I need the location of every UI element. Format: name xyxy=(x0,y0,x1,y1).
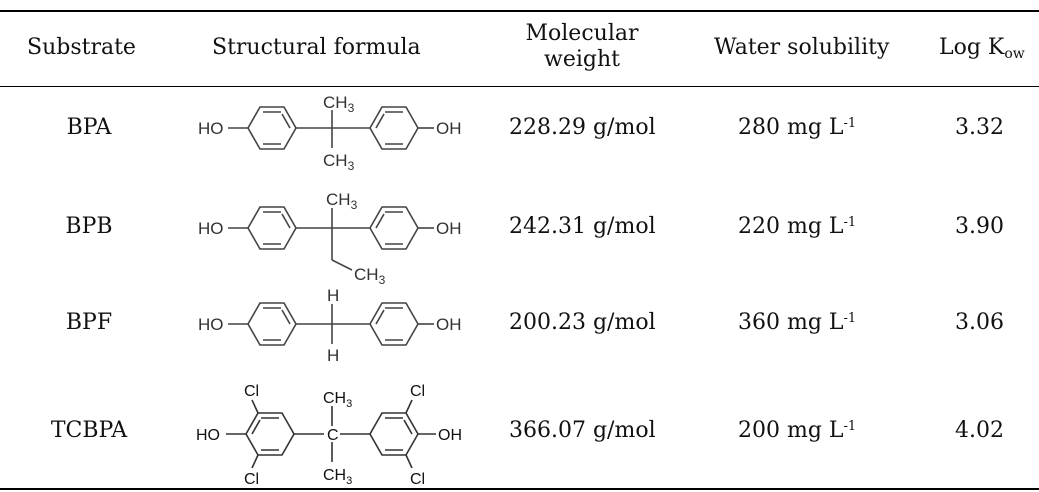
row-bpf-substrate: BPF xyxy=(65,310,113,335)
header-water-solubility: Water solubility xyxy=(714,35,890,60)
row-bpf-solubility: 360 mg L-1 xyxy=(738,310,856,336)
bpa-ho-label: HO xyxy=(198,119,224,138)
bpf-h-top: H xyxy=(327,286,339,305)
bpa-ch3-bottom-main: CH xyxy=(323,151,348,170)
tcbpa-cl-bottom-left: Cl xyxy=(244,471,259,488)
bpa-ch3-top-sub: 3 xyxy=(348,101,355,115)
header-substrate: Substrate xyxy=(27,35,136,60)
bpb-oh-label: OH xyxy=(436,219,462,238)
header-logk-sub: ow xyxy=(1004,46,1025,62)
row-bpf-mw: 200.23 g/mol xyxy=(509,310,656,335)
bpa-ch3-top-main: CH xyxy=(323,93,348,112)
bpa-structure: HO OH CH3 CH3 xyxy=(196,90,476,188)
row-bpa-substrate: BPA xyxy=(66,115,112,140)
header-mw-line2: weight xyxy=(544,47,620,72)
bpb-ch3-bottom-sub: 3 xyxy=(379,273,386,284)
tcbpa-ch3-bottom: CH3 xyxy=(323,467,352,487)
bpb-ch3-top-main: CH xyxy=(326,190,351,209)
row-tcbpa-logk: 4.02 xyxy=(955,418,1004,443)
bpb-ch3-top-sub: 3 xyxy=(351,198,358,212)
row-bpb-solubility-exp: -1 xyxy=(843,215,857,230)
tcbpa-cl-top-left: Cl xyxy=(244,383,259,400)
header-structural-formula: Structural formula xyxy=(212,35,421,60)
tcbpa-cl-top-right: Cl xyxy=(410,383,425,400)
tcbpa-ch3-bottom-sub: 3 xyxy=(346,475,352,487)
row-tcbpa-solubility-exp: -1 xyxy=(843,419,857,434)
bpf-structure-svg: HO OH H H xyxy=(198,286,462,365)
row-tcbpa-mw: 366.07 g/mol xyxy=(509,418,656,443)
row-bpa-solubility-exp: -1 xyxy=(843,116,857,131)
bpb-structure-svg: HO OH CH3 CH3 xyxy=(198,190,462,287)
row-tcbpa-solubility-text: 200 mg L xyxy=(738,418,844,443)
bpf-structure: HO OH H H xyxy=(196,284,476,384)
bpb-ch3-bottom-main: CH xyxy=(354,265,379,284)
table-top-rule xyxy=(0,10,1039,12)
row-tcbpa-substrate: TCBPA xyxy=(50,418,128,443)
row-tcbpa-solubility: 200 mg L-1 xyxy=(738,418,856,444)
row-bpa-mw: 228.29 g/mol xyxy=(509,115,656,140)
bpa-ch3-top: CH3 xyxy=(323,93,355,115)
bpb-structure: HO OH CH3 CH3 xyxy=(196,184,476,288)
bpb-ho-label: HO xyxy=(198,219,224,238)
header-logk-main: Log K xyxy=(939,35,1005,60)
row-bpa-solubility: 280 mg L-1 xyxy=(738,115,856,141)
tcbpa-cl-bottom-right: Cl xyxy=(410,471,425,488)
row-bpa-solubility-text: 280 mg L xyxy=(738,115,844,140)
bpa-ch3-bottom-sub: 3 xyxy=(348,159,355,173)
row-bpf-logk: 3.06 xyxy=(955,310,1004,335)
row-bpf-solubility-exp: -1 xyxy=(843,311,857,326)
tcbpa-ch3-bottom-main: CH xyxy=(323,467,346,484)
tcbpa-structure-svg: HO OH C Cl Cl Cl Cl CH3 CH3 xyxy=(196,383,462,488)
bpb-ch3-top: CH3 xyxy=(326,190,358,212)
header-log-kow: Log Kow xyxy=(939,35,1025,61)
bpf-ho-label: HO xyxy=(198,315,224,334)
row-bpb-logk: 3.90 xyxy=(955,214,1004,239)
row-bpb-solubility: 220 mg L-1 xyxy=(738,214,856,240)
bpa-structure-svg: HO OH CH3 CH3 xyxy=(198,93,462,173)
table-bottom-rule xyxy=(0,488,1039,490)
tcbpa-structure: HO OH C Cl Cl Cl Cl CH3 CH3 xyxy=(196,380,476,492)
tcbpa-ho-label: HO xyxy=(196,427,220,444)
row-bpb-mw: 242.31 g/mol xyxy=(509,214,656,239)
row-bpa-logk: 3.32 xyxy=(955,115,1004,140)
bpa-oh-label: OH xyxy=(436,119,462,138)
header-molecular-weight: Molecular weight xyxy=(526,21,639,73)
bpf-h-bottom: H xyxy=(327,346,339,365)
row-bpb-solubility-text: 220 mg L xyxy=(738,214,844,239)
tcbpa-ch3-top-main: CH xyxy=(323,390,346,407)
row-bpb-substrate: BPB xyxy=(65,214,113,239)
row-bpf-solubility-text: 360 mg L xyxy=(738,310,844,335)
tcbpa-ch3-top: CH3 xyxy=(323,390,352,410)
tcbpa-ch3-top-sub: 3 xyxy=(346,398,352,410)
bpf-oh-label: OH xyxy=(436,315,462,334)
tcbpa-c-label: C xyxy=(327,427,339,444)
header-bottom-rule xyxy=(0,86,1039,87)
header-mw-line1: Molecular xyxy=(525,21,639,46)
bpa-ch3-bottom: CH3 xyxy=(323,151,355,173)
bpb-ch3-bottom: CH3 xyxy=(354,265,386,284)
tcbpa-oh-label: OH xyxy=(438,427,462,444)
